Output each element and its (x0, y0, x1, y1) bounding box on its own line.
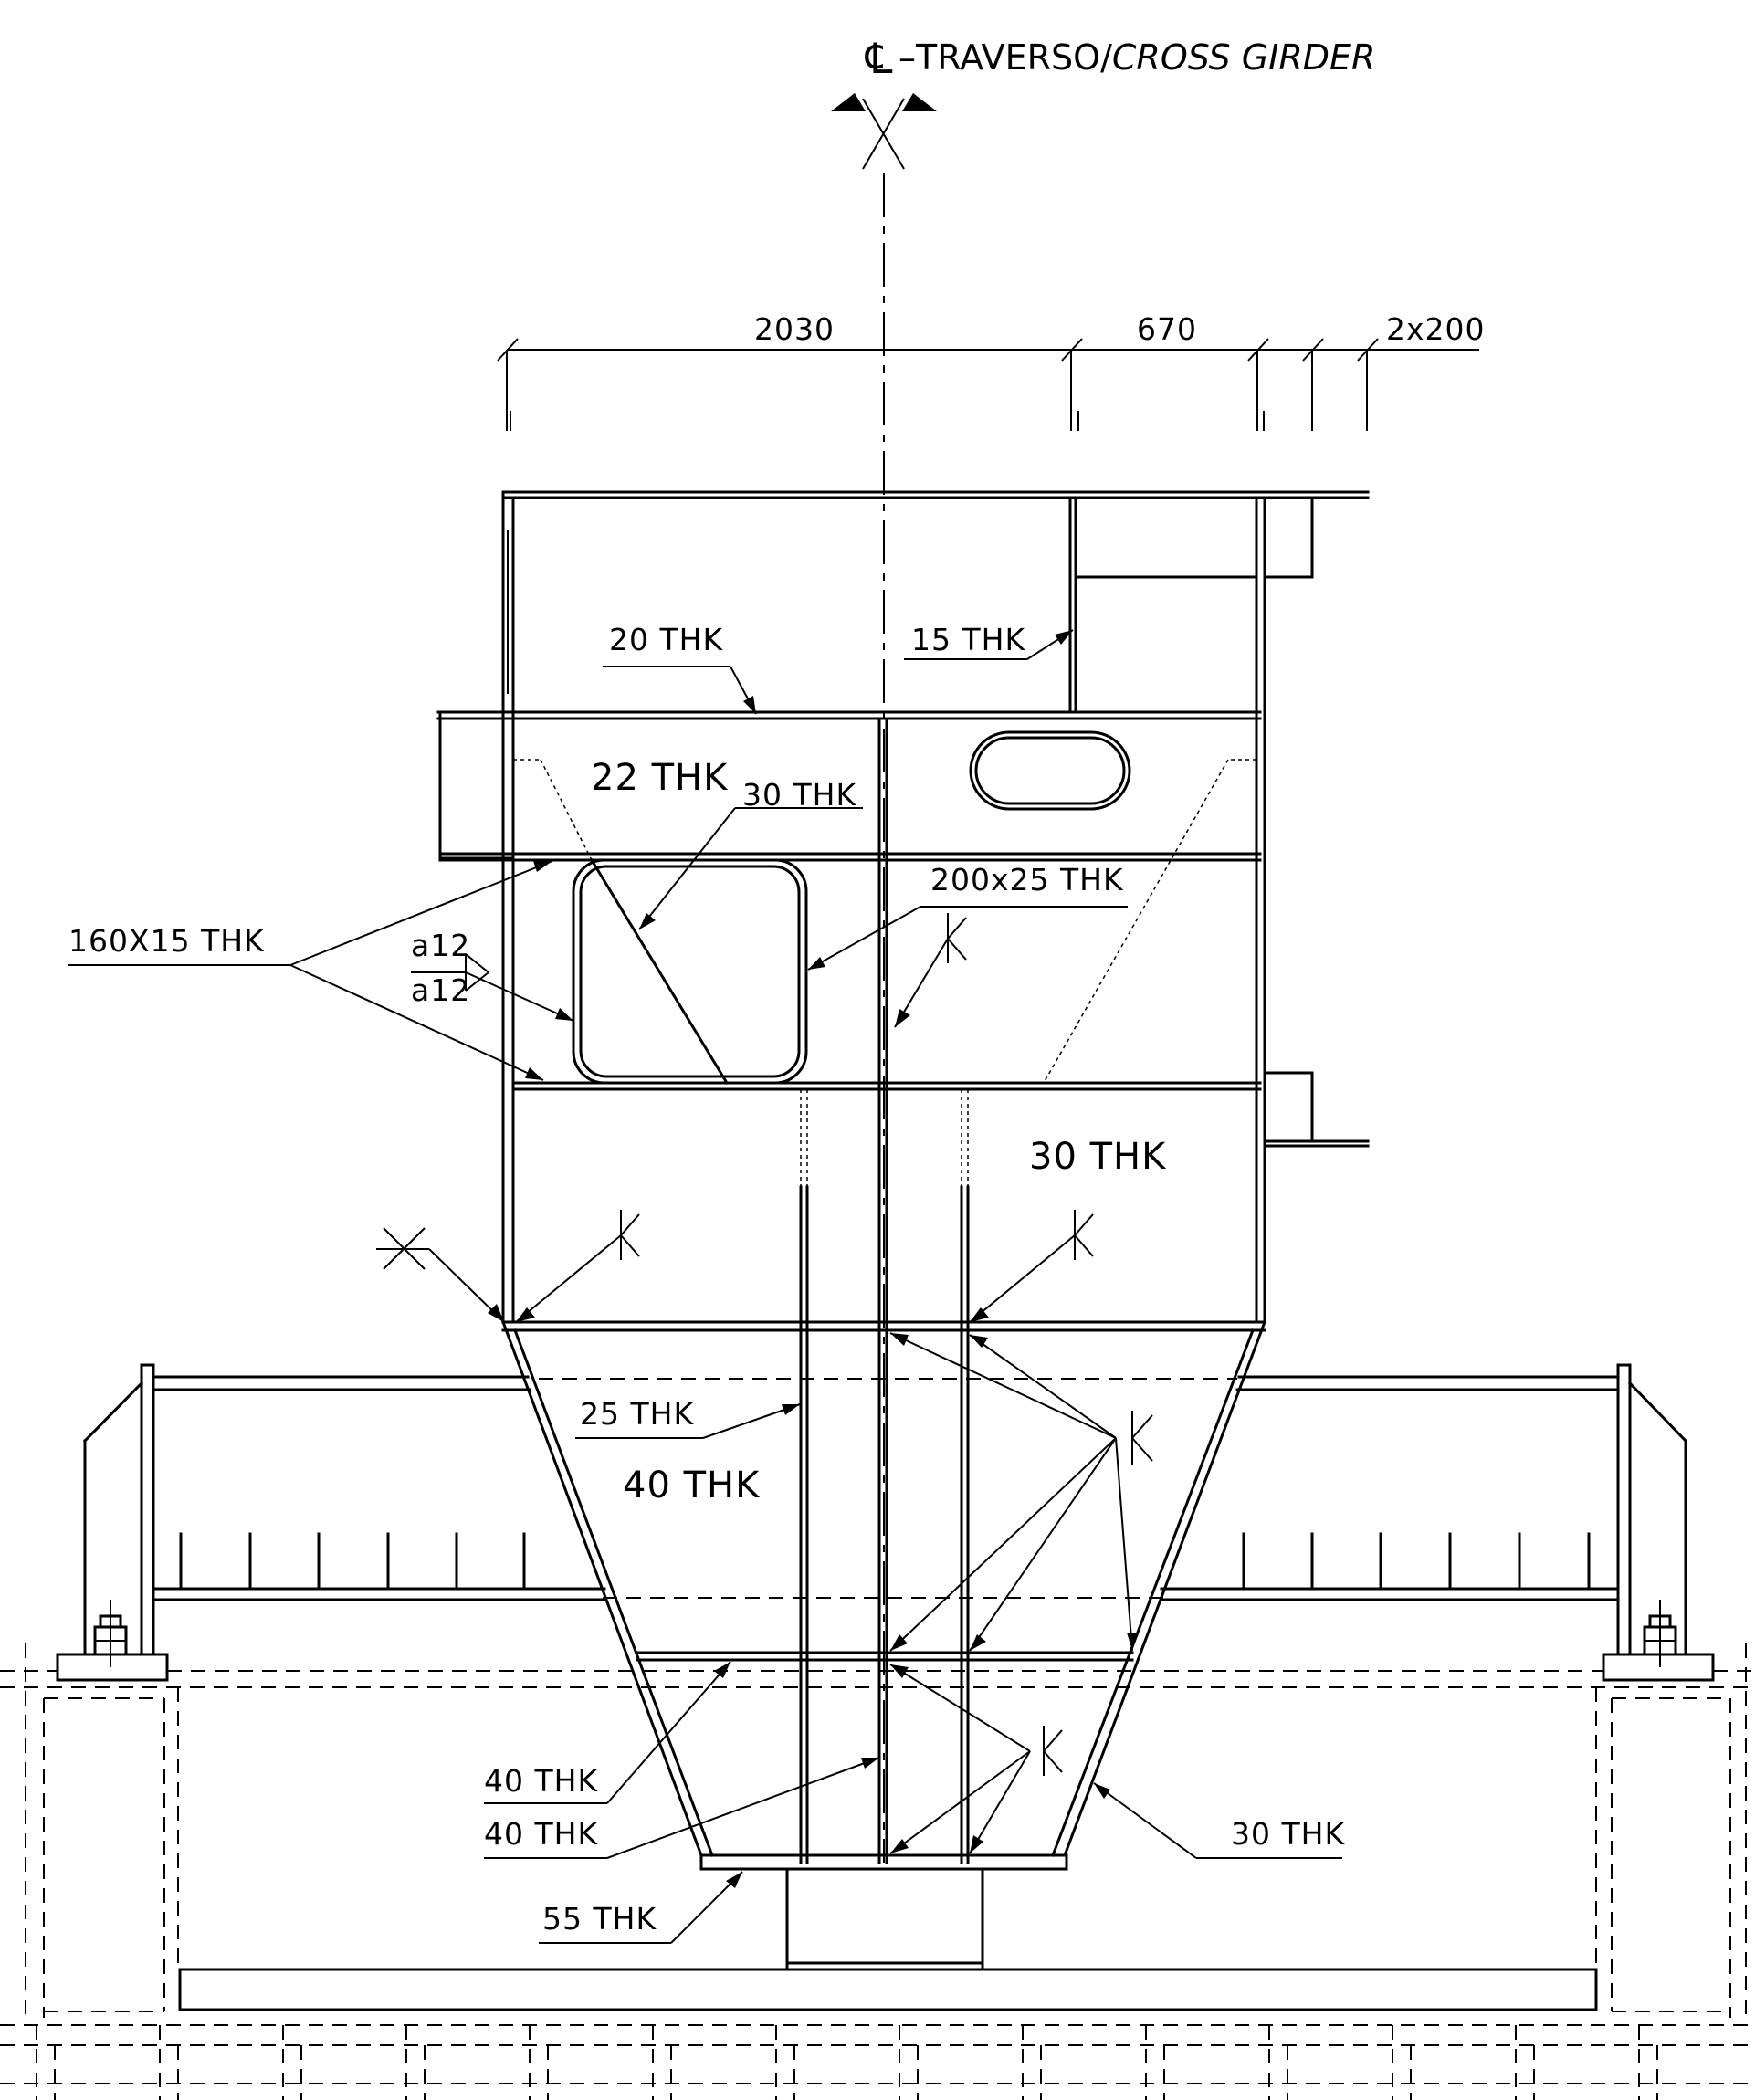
label-30-thk-right: 30 THK (1029, 1136, 1167, 1178)
weld-symbol-icon (515, 1210, 640, 1323)
centerline-title: ℄ –TRAVERSO/CROSS GIRDER (865, 34, 1375, 83)
title-prefix: –TRAVERSO/ (899, 37, 1112, 78)
label-40-thk-a: 40 THK (484, 1763, 598, 1799)
weld-symbol-icon (889, 1664, 1063, 1854)
label-40-thk-b: 40 THK (484, 1816, 598, 1852)
label-40-thk-large: 40 THK (623, 1465, 761, 1507)
dimension-line (497, 338, 1479, 431)
title-italic: CROSS GIRDER (1112, 37, 1376, 78)
label-160x15-thk: 160X15 THK (68, 923, 265, 959)
weld-symbol-icon (894, 913, 967, 1028)
label-30-thk-diagonal: 30 THK (742, 777, 856, 813)
label-22-thk: 22 THK (591, 757, 729, 799)
label-25-thk: 25 THK (580, 1396, 694, 1432)
foundation (0, 1643, 1755, 2100)
left-girder (56, 1363, 606, 1682)
label-55-thk: 55 THK (542, 1901, 657, 1937)
weld-symbol-icon (376, 1227, 505, 1323)
centerline-symbol: ℄ (865, 34, 893, 83)
label-15-thk: 15 THK (911, 622, 1025, 657)
dimension-2030: 2030 (754, 311, 835, 347)
weld-symbol-icon (969, 1210, 1094, 1323)
label-leaders (68, 629, 1342, 1944)
label-30-thk-bottom: 30 THK (1231, 1816, 1345, 1852)
weld-symbols (376, 913, 1153, 1854)
dimension-670: 670 (1137, 311, 1197, 347)
left-bolt-icon (93, 1600, 128, 1667)
dimension-2x200: 2x200 (1386, 311, 1486, 347)
upper-box (436, 490, 1370, 1864)
label-20-thk: 20 THK (609, 622, 723, 657)
right-bolt-icon (1643, 1600, 1677, 1667)
label-200x25-thk: 200x25 THK (930, 862, 1124, 898)
right-girder (1160, 1363, 1715, 1682)
ground-beam (178, 1968, 1598, 2011)
section-arrow-icon (831, 93, 937, 170)
label-weld-a12-top: a12 (411, 928, 470, 963)
weld-symbol-icon (889, 1332, 1153, 1652)
weld-symbol-icon (411, 953, 574, 1022)
label-weld-a12-bottom: a12 (411, 972, 470, 1008)
svg-text:–TRAVERSO/CROSS GIRDER: –TRAVERSO/CROSS GIRDER (899, 37, 1375, 78)
